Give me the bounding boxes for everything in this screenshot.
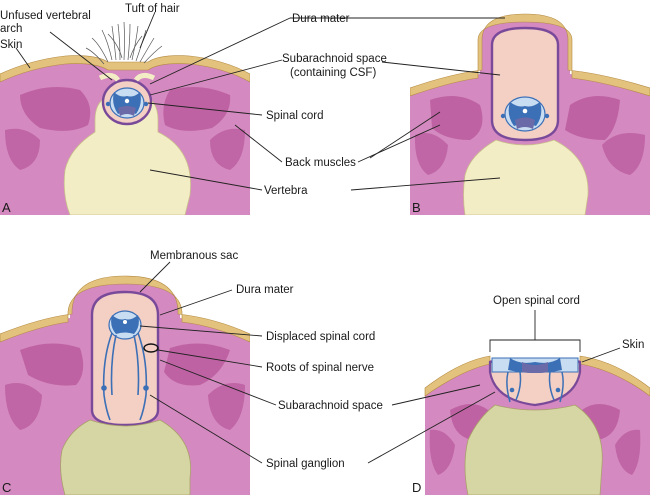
vertebra-d: [464, 404, 603, 495]
back-muscle-a-left2: [5, 128, 40, 170]
label-spinal-cord: Spinal cord: [266, 110, 324, 122]
tuft-of-hair: [85, 21, 163, 65]
panel-letter-c: C: [2, 480, 11, 495]
back-muscle-b-right: [565, 96, 620, 140]
label-subarachnoid-2: (containing CSF): [290, 67, 376, 79]
roots-highlight-ring: [143, 343, 159, 353]
panel-c: [0, 275, 250, 495]
label-dura-mater: Dura mater: [292, 13, 350, 25]
label-subarachnoid-1: Subarachnoid space: [282, 53, 387, 65]
label-membranous-sac: Membranous sac: [150, 250, 238, 262]
panel-letter-d: D: [412, 480, 421, 495]
label-roots-spinal-nerve: Roots of spinal nerve: [266, 362, 374, 374]
label-vertebra: Vertebra: [264, 185, 308, 197]
labels: Unfused vertebral arch Tuft of hair Skin…: [0, 3, 644, 470]
label-unfused-arch-1: Unfused vertebral: [0, 10, 91, 22]
skin-layer-b: [410, 13, 650, 97]
label-open-spinal-cord: Open spinal cord: [493, 295, 580, 307]
spinal-ganglion-left: [101, 385, 107, 391]
label-skin-a: Skin: [0, 39, 22, 51]
panel-d: [424, 355, 650, 495]
panel-letter-b: B: [412, 200, 421, 215]
label-back-muscles: Back muscles: [285, 157, 356, 169]
back-muscle-b-left: [430, 96, 483, 140]
nerve-roots-d: [506, 371, 564, 403]
label-subarachnoid-space: Subarachnoid space: [278, 400, 383, 412]
skin-layer-c: [0, 275, 250, 343]
back-muscle-a-right: [163, 86, 231, 131]
label-unfused-arch-2: arch: [0, 23, 22, 35]
label-tuft-of-hair: Tuft of hair: [125, 3, 180, 15]
panel-letter-a: A: [2, 200, 11, 215]
spinal-ganglion-right: [143, 385, 149, 391]
leader-lines: [15, 11, 621, 464]
back-muscle-a-right2: [210, 128, 245, 170]
nerve-roots-c: [102, 332, 148, 421]
label-displaced-spinal-cord: Displaced spinal cord: [266, 331, 375, 343]
open-cord-tissue: [488, 360, 582, 407]
panel-b: [410, 13, 650, 215]
label-dura-mater-c: Dura mater: [236, 284, 294, 296]
vertebra-b: [463, 139, 589, 215]
back-muscle-a-left: [20, 86, 91, 131]
vertebra-c: [60, 419, 192, 495]
panel-a: [0, 21, 250, 215]
label-spinal-ganglion: Spinal ganglion: [266, 458, 345, 470]
label-skin-d: Skin: [622, 339, 644, 351]
